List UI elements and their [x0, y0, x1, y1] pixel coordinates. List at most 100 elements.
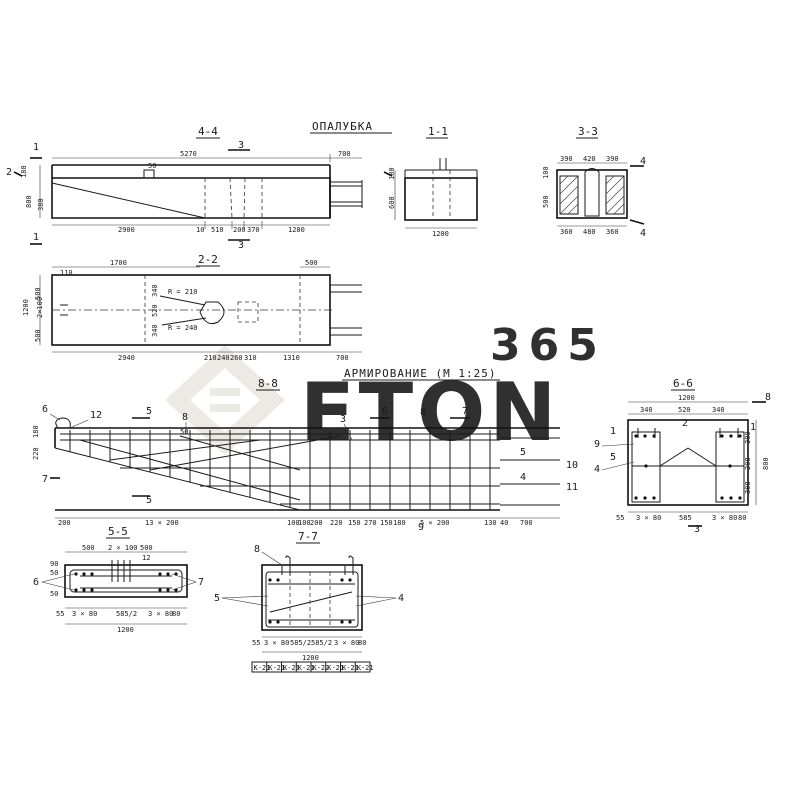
view55-dim-bottom-4: 80	[172, 610, 180, 618]
k-table: К-21К-21К-21К-21К-22К-21К-21К-21	[251, 661, 374, 673]
view88-dim-bottom-7: 270	[364, 519, 377, 527]
view66-cut-8: 8	[765, 392, 771, 403]
view22-dim-top-1: 500	[305, 259, 318, 267]
view66-dim-bottom-2: 585	[679, 514, 692, 522]
view22-r240: R = 240	[168, 324, 198, 332]
section-label-2-2: 2-2	[198, 253, 218, 266]
view55-dim-bottom-3: 3 × 80	[148, 610, 173, 618]
view-2-2: 2-2 R = 210 R = 240 1700 500 110 340 520…	[22, 253, 362, 362]
view22-dim-bottom-2: 240	[217, 354, 230, 362]
view44-dim-bottom-4: 370	[247, 226, 260, 234]
k-table-cell: К-21	[342, 664, 359, 672]
view22-r210: R = 210	[168, 288, 198, 296]
view66-dim-right-0: 800	[762, 457, 770, 470]
view44-cut-3-bottom: 3	[238, 240, 244, 251]
view88-callout-6: 6	[42, 404, 48, 415]
view88-dim-left-0: 180	[32, 425, 40, 438]
view22-dim-left-2: 2×100	[36, 297, 44, 318]
rebar-dot	[74, 588, 78, 592]
view88-dim-bottom-10: 5 × 200	[420, 519, 450, 527]
k-table-cell: К-21	[254, 664, 271, 672]
view22-dim-mid-0: 340	[151, 284, 159, 297]
view44-cut-3-top: 3	[238, 140, 244, 151]
k-table-cell: К-21	[357, 664, 374, 672]
view88-dim-bottom-13: 700	[520, 519, 533, 527]
view55-dim-top-2: 500	[140, 544, 153, 552]
k-table-cell: К-21	[268, 664, 285, 672]
view55-dim-bottom-0: 55	[56, 610, 64, 618]
view77-dim-bottom-1: 3 × 80	[264, 639, 289, 647]
rebar-dot	[652, 434, 656, 438]
view22-dim-bottom-4: 310	[244, 354, 257, 362]
rebar-dot	[634, 434, 638, 438]
reinforcement-title: АРМИРОВАНИЕ (М 1:25)	[344, 367, 496, 380]
view55-dim-top-0: 500	[82, 544, 95, 552]
view88-cut-5-top: 5	[146, 406, 152, 417]
view44-dim-top-0: 5270	[180, 150, 197, 158]
rebar-dot	[738, 434, 742, 438]
view22-dim-mid-1: 520	[151, 304, 159, 317]
view33-dim-bottom-0: 360	[560, 228, 573, 236]
view33-dim-left-0: 100	[542, 166, 550, 179]
view88-cut-6: 6	[382, 406, 388, 417]
rebar-dot	[643, 496, 647, 500]
view88-cut-5-bottom: 5	[146, 495, 152, 506]
view88-callout-12: 12	[90, 410, 102, 421]
view77-callout-8: 8	[254, 544, 260, 555]
formwork-title: ОПАЛУБКА	[312, 120, 373, 133]
view-7-7: 7-7 8 5 4 55 3 × 80 585/2 585/2 3 × 80 8…	[214, 530, 404, 673]
view66-cut-3: 3	[694, 524, 700, 535]
view44-dim-bottom-2: 510	[211, 226, 224, 234]
view88-dim-bottom-12: 40	[500, 519, 508, 527]
rebar-dot	[82, 588, 86, 592]
rebar-dot	[74, 572, 78, 576]
view22-dim-mid-2: 340	[151, 324, 159, 337]
rebar-dot	[340, 620, 344, 624]
watermark-suffix: 365	[490, 320, 606, 371]
view55-dim-left-0: 90	[50, 560, 58, 568]
section-label-5-5: 5-5	[108, 525, 128, 538]
view77-dim-bottom-2: 585/2	[290, 639, 311, 647]
rebar-dot	[158, 572, 162, 576]
view44-dim-bottom-1: 10	[196, 226, 204, 234]
view22-dim-left-1: 500	[34, 287, 42, 300]
view88-callout-10: 10	[566, 460, 578, 471]
view88-cut-7-left: 7	[42, 474, 48, 485]
view77-callout-4: 4	[398, 593, 404, 604]
section-label-3-3: 3-3	[578, 125, 598, 138]
stirrup-group	[69, 430, 491, 510]
view33-dim-top-2: 390	[606, 155, 619, 163]
rebar-dot	[158, 588, 162, 592]
view44-cut-1-bottom: 1	[33, 232, 39, 243]
rebar-dot	[276, 620, 280, 624]
view-3-3: 3-3 390 420 390 360 480 360 100 500 4 4	[542, 125, 646, 239]
view22-dim-top-0: 1700	[110, 259, 127, 267]
view55-dim-top-1: 2 × 100	[108, 544, 138, 552]
view22-dim-bottom-0: 2940	[118, 354, 135, 362]
view44-dim-bottom-3: 200	[233, 226, 246, 234]
view22-dim-bottom-3: 260	[230, 354, 243, 362]
section-label-8-8: 8-8	[258, 377, 278, 390]
k-table-cell: К-21	[327, 664, 344, 672]
view-8-8: 8-8 6 12 8 50 3 8	[32, 377, 578, 533]
view33-dim-bottom-2: 360	[606, 228, 619, 236]
view55-dim-left-2: 50	[50, 590, 58, 598]
view66-callout-1a: 1	[610, 426, 616, 437]
rebar-dot	[348, 620, 352, 624]
view33-dim-bottom-1: 480	[583, 228, 596, 236]
rebar-dot	[90, 572, 94, 576]
rebar-dot	[166, 588, 170, 592]
view44-cut-2: 2	[6, 167, 12, 178]
view55-dim-bottom-5: 1200	[117, 626, 134, 634]
view66-callout-4: 4	[594, 464, 600, 475]
rebar-dot	[720, 496, 724, 500]
view-1-1: 1-1 180 600 1200	[383, 125, 478, 238]
view88-dim-bottom-4: 200	[310, 519, 323, 527]
view22-dim-110: 110	[60, 269, 73, 277]
k-table-cell: К-21	[283, 664, 300, 672]
view77-dim-bottom-4: 3 × 80	[334, 639, 359, 647]
view88-callout-4: 4	[520, 472, 526, 483]
rebar-dot	[166, 572, 170, 576]
view55-dim-top-3: 12	[142, 554, 150, 562]
